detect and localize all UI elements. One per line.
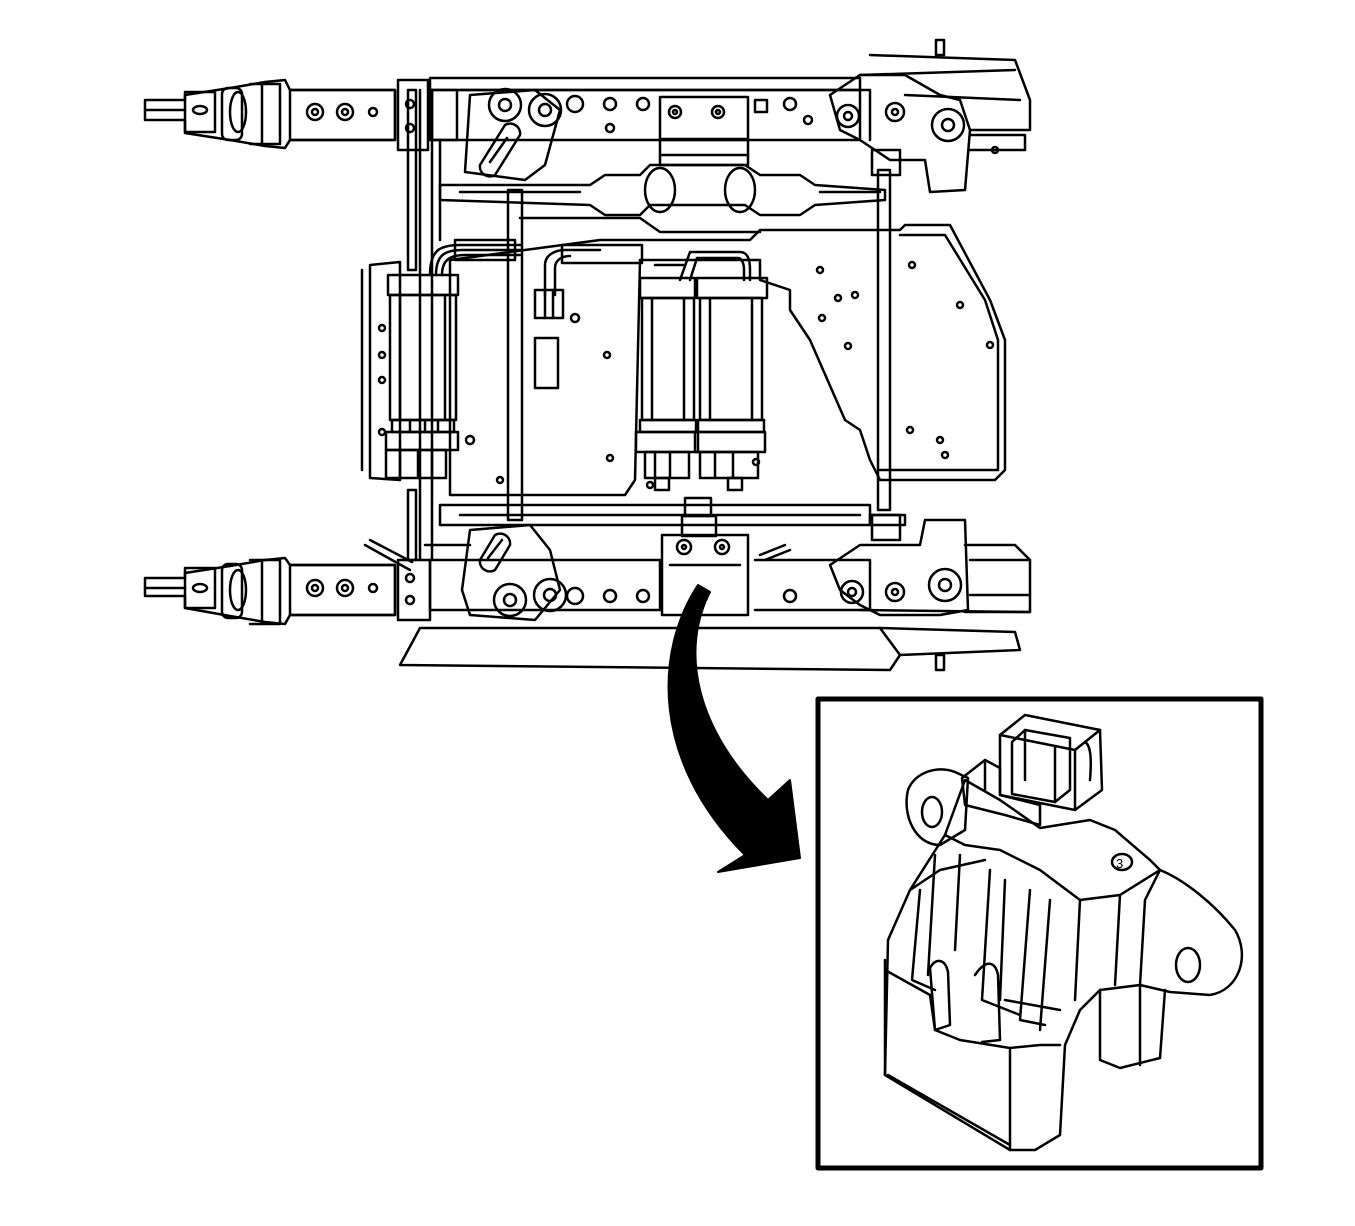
seat-position-sensor xyxy=(662,535,748,615)
left-motor-plate xyxy=(362,262,400,480)
center-motor-a xyxy=(636,278,698,490)
bottom-left-rail xyxy=(145,540,430,624)
wiring-harness xyxy=(430,240,750,295)
top-cross-member xyxy=(430,78,870,165)
bottom-right-pivot-bracket xyxy=(830,520,1030,670)
harness-connector xyxy=(535,290,563,318)
detail-mark-label: 3 xyxy=(1116,856,1123,871)
left-motor xyxy=(386,275,458,478)
center-mount-plate xyxy=(450,225,1005,495)
top-right-pivot-bracket xyxy=(830,40,1030,192)
sensor-detail-view: 3 xyxy=(885,715,1242,1150)
top-left-pivot-bracket xyxy=(465,89,561,180)
lower-link-bar xyxy=(440,498,870,536)
detail-frame xyxy=(818,699,1261,1168)
callout-arrow xyxy=(669,585,800,872)
center-motor-b xyxy=(695,278,767,490)
bottom-trim-panel xyxy=(400,610,1030,670)
left-side-rail xyxy=(420,90,440,560)
vertical-rods xyxy=(408,90,905,560)
bottom-left-pivot-bracket xyxy=(425,525,566,620)
top-left-rail xyxy=(145,80,428,150)
upper-link-bar xyxy=(440,165,885,232)
bottom-cross-member xyxy=(430,545,870,610)
